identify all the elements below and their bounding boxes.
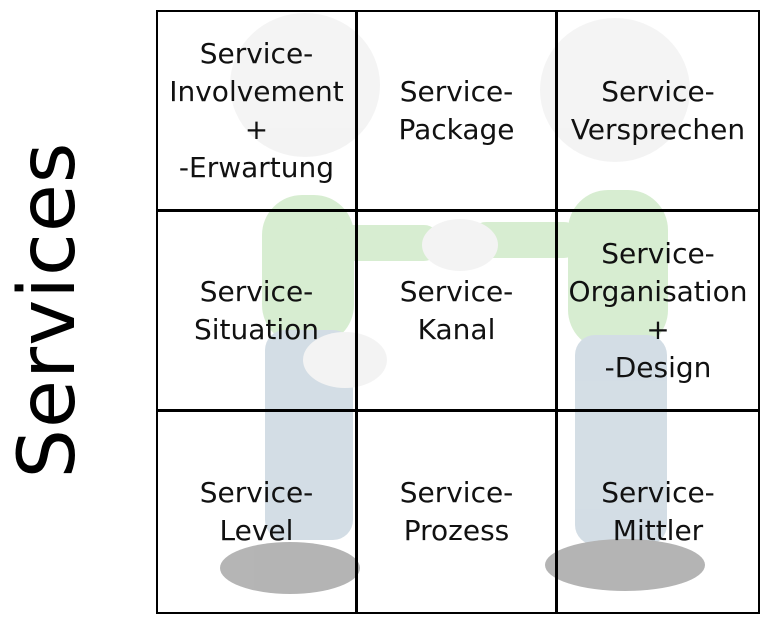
- cell-line: Service-: [199, 36, 314, 70]
- cell-line: Service-: [399, 274, 514, 308]
- right-figure-pants: [575, 335, 667, 545]
- right-figure-arm: [470, 222, 580, 258]
- cell-service-kanal: Service- Kanal: [358, 212, 558, 412]
- cell-service-level: Service- Level: [158, 412, 358, 612]
- left-figure-pants: [265, 330, 353, 540]
- right-figure-head: [540, 18, 690, 162]
- right-figure-shirt: [568, 190, 668, 350]
- cell-line: Mittler: [612, 514, 704, 547]
- cell-line: +: [646, 312, 670, 346]
- cell-line: Service-: [601, 236, 715, 270]
- cell-line: -Design: [604, 350, 712, 384]
- cell-line: +: [244, 112, 269, 146]
- cell-line: -Erwartung: [178, 150, 335, 184]
- cell-service-involvement: Service- Involvement + -Erwartung: [158, 12, 358, 212]
- cell-line: Involvement: [169, 74, 344, 108]
- cell-service-situation: Service- Situation: [158, 212, 358, 412]
- cell-service-package: Service- Package: [358, 12, 558, 212]
- cell-line: Level: [219, 514, 294, 547]
- cell-line: Service-: [199, 274, 314, 308]
- left-figure-shoe: [220, 542, 360, 594]
- service-matrix: Service- Involvement + -Erwartung Servic…: [156, 10, 760, 614]
- left-figure-shirt: [262, 195, 354, 345]
- cell-line: Service-: [601, 74, 715, 108]
- handshake-hands: [422, 219, 498, 271]
- cell-service-prozess: Service- Prozess: [358, 412, 558, 612]
- right-figure-shoe: [545, 539, 705, 591]
- cell-line: Organisation: [568, 274, 748, 308]
- cell-service-organisation: Service- Organisation + -Design: [558, 212, 758, 412]
- cell-line: Service-: [399, 74, 514, 108]
- cell-service-mittler: Service- Mittler: [558, 412, 758, 612]
- cell-line: Service-: [601, 476, 715, 509]
- cell-line: Prozess: [403, 514, 510, 547]
- left-figure-head: [230, 13, 380, 157]
- cell-line: Package: [398, 112, 515, 146]
- cell-service-versprechen: Service- Versprechen: [558, 12, 758, 212]
- cell-line: Situation: [193, 312, 320, 346]
- cell-line: Service-: [199, 476, 314, 509]
- cell-line: Kanal: [417, 312, 496, 346]
- cell-line: Service-: [399, 476, 514, 509]
- cell-line: Versprechen: [570, 112, 746, 146]
- left-figure-hand: [303, 332, 387, 388]
